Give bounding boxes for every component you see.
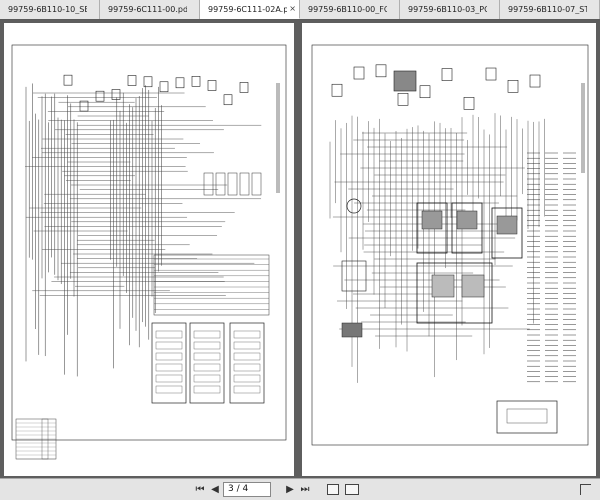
first-page-icon[interactable]: ⏮ [195, 484, 205, 495]
two-page-view-icon[interactable] [345, 484, 359, 495]
tab-0[interactable]: 99759-6B110-10_SER... [0, 0, 100, 19]
previous-page-icon[interactable]: ◀ [211, 484, 219, 495]
tab-label: 99759-6C111-02A.pdf [208, 5, 287, 14]
tab-1[interactable]: 99759-6C111-00.pdf [100, 0, 200, 19]
page-navigation-toolbar: ⏮ ◀ 3 / 4 ▶ ⏭ [0, 478, 600, 500]
pdf-page-left [4, 23, 294, 476]
document-area[interactable] [0, 20, 600, 478]
wiring-diagram-left [11, 44, 287, 460]
last-page-icon[interactable]: ⏭ [300, 484, 310, 495]
page-indicator: 3 / 4 [228, 484, 249, 494]
tab-label: 99759-6B110-00_FOR... [308, 5, 387, 14]
page-number-input[interactable]: 3 / 4 [223, 482, 271, 497]
close-icon[interactable]: × [289, 4, 296, 13]
tab-3[interactable]: 99759-6B110-00_FOR... [300, 0, 400, 19]
pdf-page-right [302, 23, 596, 476]
tab-label: 99759-6C111-00.pdf [108, 5, 187, 14]
tab-2-active[interactable]: 99759-6C111-02A.pdf × [200, 0, 300, 19]
tab-label: 99759-6B110-07_STE... [508, 5, 587, 14]
next-page-icon[interactable]: ▶ [286, 484, 294, 495]
tab-bar: 99759-6B110-10_SER... 99759-6C111-00.pdf… [0, 0, 600, 19]
tab-4[interactable]: 99759-6B110-03_PO... [400, 0, 500, 19]
wiring-diagram-right [311, 44, 589, 446]
tab-label: 99759-6B110-03_PO... [408, 5, 487, 14]
expand-icon[interactable] [580, 484, 591, 495]
tab-5[interactable]: 99759-6B110-07_STE... [500, 0, 600, 19]
fit-page-icon[interactable] [327, 484, 339, 495]
tab-label: 99759-6B110-10_SER... [8, 5, 87, 14]
